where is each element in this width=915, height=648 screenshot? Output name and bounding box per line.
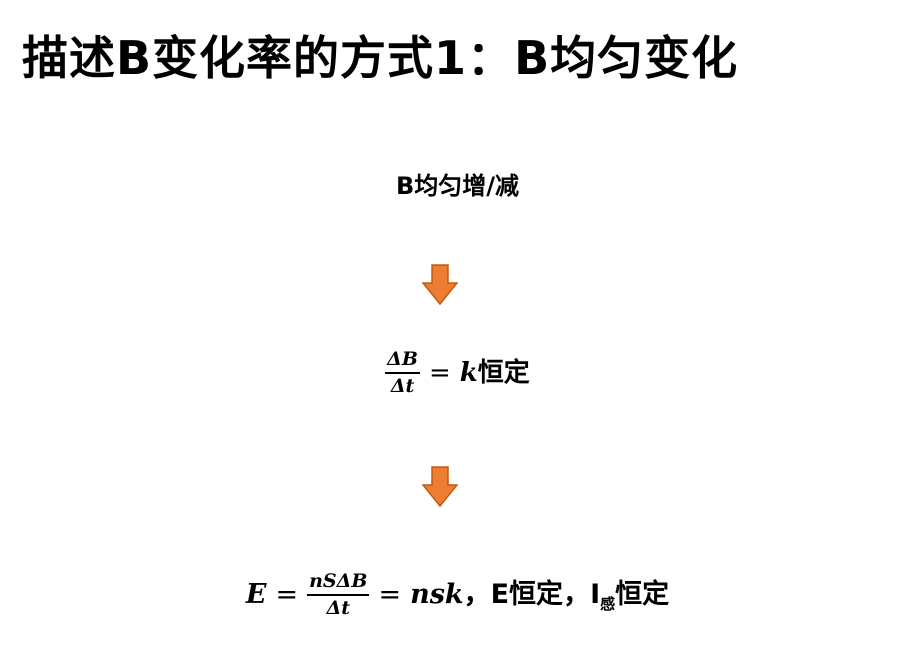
emf-constant-text: E恒定 [490, 579, 564, 610]
fraction-denominator: Δt [326, 597, 351, 619]
constant-label: 恒定 [477, 357, 530, 388]
page-title: 描述B变化率的方式1：B均匀变化 [22, 31, 739, 85]
down-arrow-icon [421, 466, 459, 508]
constant-k: k [459, 357, 478, 388]
emf-fraction: nSΔB Δt [307, 571, 370, 619]
emf-formula: E= nSΔB Δt =nsk，E恒定，I感恒定 [0, 571, 915, 619]
equals-sign: = [275, 579, 299, 610]
emf-symbol: E [245, 579, 267, 610]
fraction-numerator: nSΔB [307, 571, 370, 596]
step-uniform-change: B均匀增/减 [395, 172, 520, 200]
fraction-numerator: ΔB [385, 349, 420, 374]
nsk-expression: nsk [410, 579, 464, 610]
equals-sign: = [428, 357, 451, 388]
comma: ， [463, 579, 491, 610]
comma: ， [563, 579, 591, 610]
rate-fraction: ΔB Δt [385, 349, 420, 397]
current-subscript: 感 [600, 595, 616, 613]
down-arrow-icon [421, 264, 459, 306]
rate-formula: ΔB Δt = k恒定 [0, 349, 915, 397]
current-symbol: I [590, 579, 601, 610]
current-constant-text: 恒定 [615, 579, 670, 610]
equals-sign: = [378, 579, 402, 610]
fraction-denominator: Δt [390, 374, 415, 397]
